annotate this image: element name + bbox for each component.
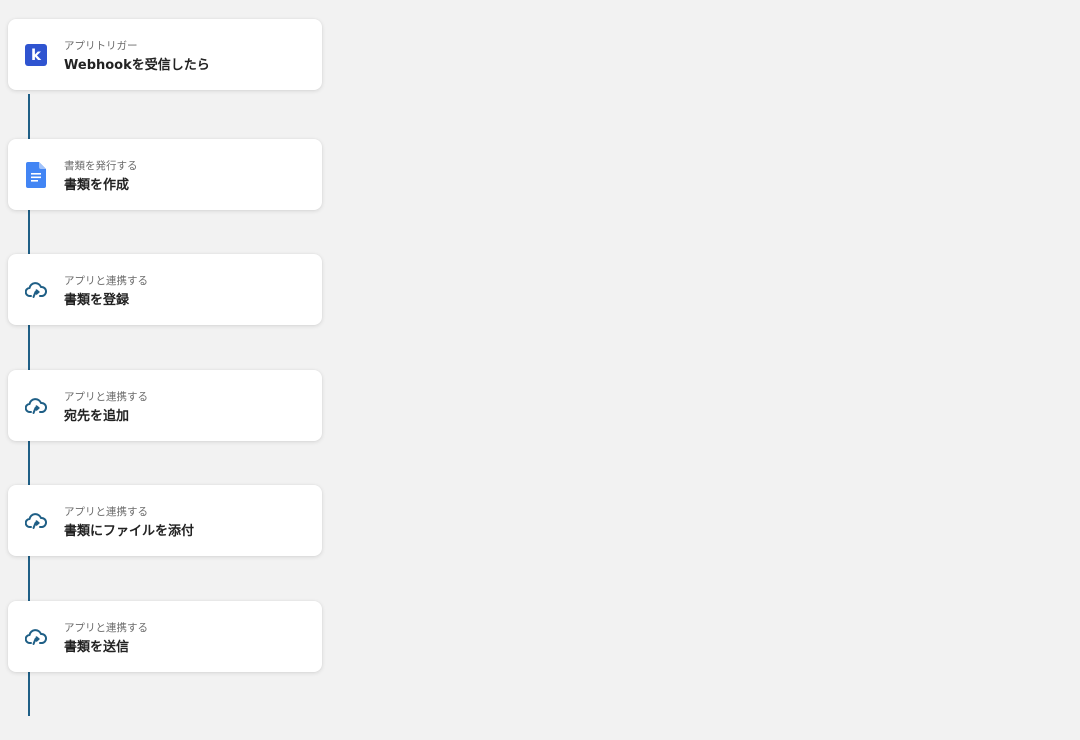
step-title: 書類を登録 [64,293,130,308]
step-category: 書類を発行する [64,160,138,172]
k-app-icon: k [24,43,48,67]
flow-connector [28,94,30,139]
flow-step-create-document[interactable]: 書類を発行する 書類を作成 [8,139,322,210]
step-category: アプリトリガー [64,40,138,52]
flow-connector [28,556,30,601]
flow-step-add-recipient[interactable]: アプリと連携する 宛先を追加 [8,370,322,441]
flow-step-send-document[interactable]: アプリと連携する 書類を送信 [8,601,322,672]
step-title: 宛先を追加 [64,409,130,424]
step-category: アプリと連携する [64,391,148,403]
flow-step-webhook-trigger[interactable]: k アプリトリガー Webhookを受信したら [8,19,322,90]
step-category: アプリと連携する [64,275,148,287]
cloud-sync-icon [24,625,48,649]
step-title: Webhookを受信したら [64,58,210,73]
step-title: 書類を送信 [64,640,130,655]
step-category: アプリと連携する [64,506,148,518]
step-title: 書類を作成 [64,178,130,193]
flow-step-attach-file[interactable]: アプリと連携する 書類にファイルを添付 [8,485,322,556]
flow-connector [28,209,30,254]
step-category: アプリと連携する [64,622,148,634]
flow-connector [28,440,30,485]
flow-step-register-document[interactable]: アプリと連携する 書類を登録 [8,254,322,325]
flow-connector [28,671,30,716]
google-docs-icon [24,162,48,188]
cloud-sync-icon [24,509,48,533]
flow-connector [28,325,30,370]
cloud-sync-icon [24,394,48,418]
cloud-sync-icon [24,278,48,302]
step-title: 書類にファイルを添付 [64,524,195,539]
